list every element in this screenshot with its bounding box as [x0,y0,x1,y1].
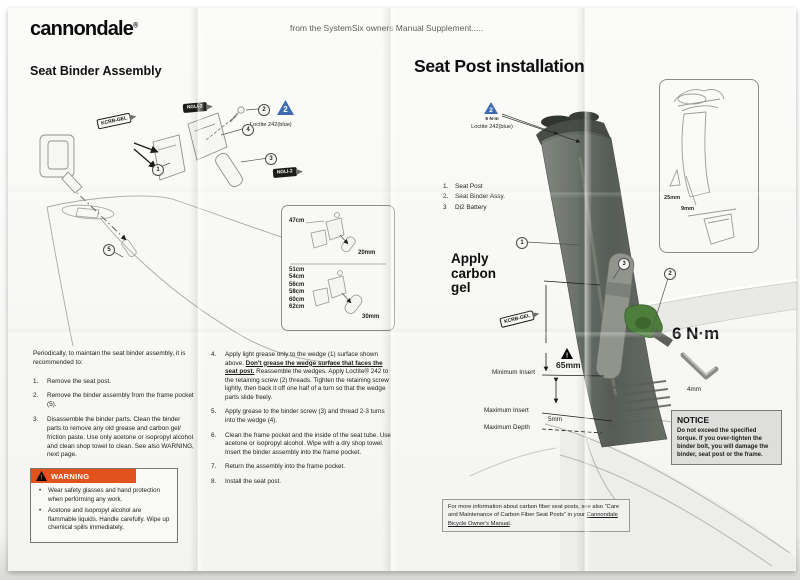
legend-item: 1.Seat Post [443,183,483,190]
step-8: 8. Install the seat post. [211,477,282,485]
cannondale-logo: cannondale® [30,18,139,40]
svg-text:2: 2 [283,105,288,114]
callout-1: 1 [516,237,528,249]
step-3: 3. Disassemble the binder parts. Clean t… [33,416,194,459]
loctite-triangle-icon: 2 [277,100,294,115]
callout-4: 4 [242,124,254,136]
size-47: 47cm [289,218,305,224]
post-dim-9mm: 9mm [681,206,695,212]
step-5: 5. Apply grease to the binder screw (3) … [211,408,385,424]
step-2: 2. Remove the binder assembly from the f… [33,392,194,409]
wrench-size: 4mm [687,386,701,393]
binder-steps-4-8: 4. Apply light grease only to the wedge … [211,351,393,492]
notice-body: Do not exceed the specified torque. If y… [677,428,769,459]
callout-3: 3 [265,153,277,165]
tube-nozzle-icon [205,102,213,110]
step-7: 7. Return the assembly into the frame po… [211,463,346,471]
loctite-label: Loctite 242(blue) [471,124,513,130]
warning-triangle-icon: ! [36,471,47,481]
warning-triangle-icon: ! [561,348,573,359]
warning-bullet: Acetone and isopropyl alcohol are flamma… [39,507,171,533]
step-6: 6. Clean the frame pocket and the inside… [211,431,391,456]
warning-bullets: Wear safety glasses and hand protection … [31,483,177,542]
post-dim-25mm: 25mm [664,195,681,201]
callout-2: 2 [664,268,676,280]
min-insert-label: Minimum Insert [492,369,536,376]
install-title: Seat Post installation [414,56,585,76]
loctite-triangle-icon: 2 [484,102,498,114]
legend-item: 2.Seat Binder Assy. [443,193,505,201]
size-item: 58cm [289,289,305,296]
footer-note: For more information about carbon fiber … [442,499,630,533]
registered-mark: ® [133,22,139,30]
svg-text:2: 2 [489,107,493,114]
min-insert-value: 65mm [556,360,581,370]
svg-text:!: ! [566,352,568,359]
notice-title: NOTICE [677,415,710,425]
size-list: 51cm 54cm 56cm 58cm 60cm 62cm [289,267,304,311]
loctite-label: Loctite 242(blue) [250,122,292,128]
size-item: 56cm [289,281,305,288]
torque-big: 6 N·m [672,324,720,343]
size-item: 51cm [289,267,305,273]
wedge-20mm: 20mm [358,250,376,256]
size-item: 62cm [289,304,305,311]
step-1: 1. Remove the seat post. [33,377,111,385]
callout-5: 5 [103,244,115,256]
max-insert-value: 5mm [548,416,562,423]
warning-box: ! WARNING Wear safety glasses and hand p… [30,468,178,543]
callout-2: 2 [258,104,270,116]
seatpost-outline-art [669,88,737,245]
callout-3: 3 [618,258,630,270]
hex-wrench-icon [680,352,719,380]
callout-1: 1 [152,164,164,176]
apply-carbon-gel-heading: Apply carbon gel [451,251,497,295]
warning-title: WARNING [51,471,90,481]
torque-small: 6 N·m [485,117,499,122]
max-depth-label: Maximum Depth [484,424,530,431]
svg-text:!: ! [40,475,43,481]
binder-title: Seat Binder Assembly [30,64,162,78]
size-item: 54cm [289,274,305,281]
size-chart-box: 47cm 20mm 51cm 54cm 56cm 58cm 60cm 62cm … [281,205,395,331]
seatpost-panel: 25mm 9mm [659,79,759,253]
owners-manual-reference: Cannondale Bicycle Owner's Manual [448,512,618,527]
max-insert-label: Maximum Insert [484,407,529,414]
warning-header: ! WARNING [31,469,136,483]
tube-nozzle-icon [295,167,303,175]
step-4: 4. Apply light grease only to the wedge … [211,351,389,401]
notice-box: NOTICE Do not exceed the specified torqu… [671,410,782,466]
warning-bullet: Wear safety glasses and hand protection … [39,487,171,504]
binder-intro: Periodically, to maintain the seat binde… [33,350,186,366]
wedge-30mm: 30mm [362,314,380,320]
size-item: 60cm [289,296,305,303]
binder-steps-1-3: Periodically, to maintain the seat binde… [33,350,195,466]
size-chart-art [290,212,386,314]
